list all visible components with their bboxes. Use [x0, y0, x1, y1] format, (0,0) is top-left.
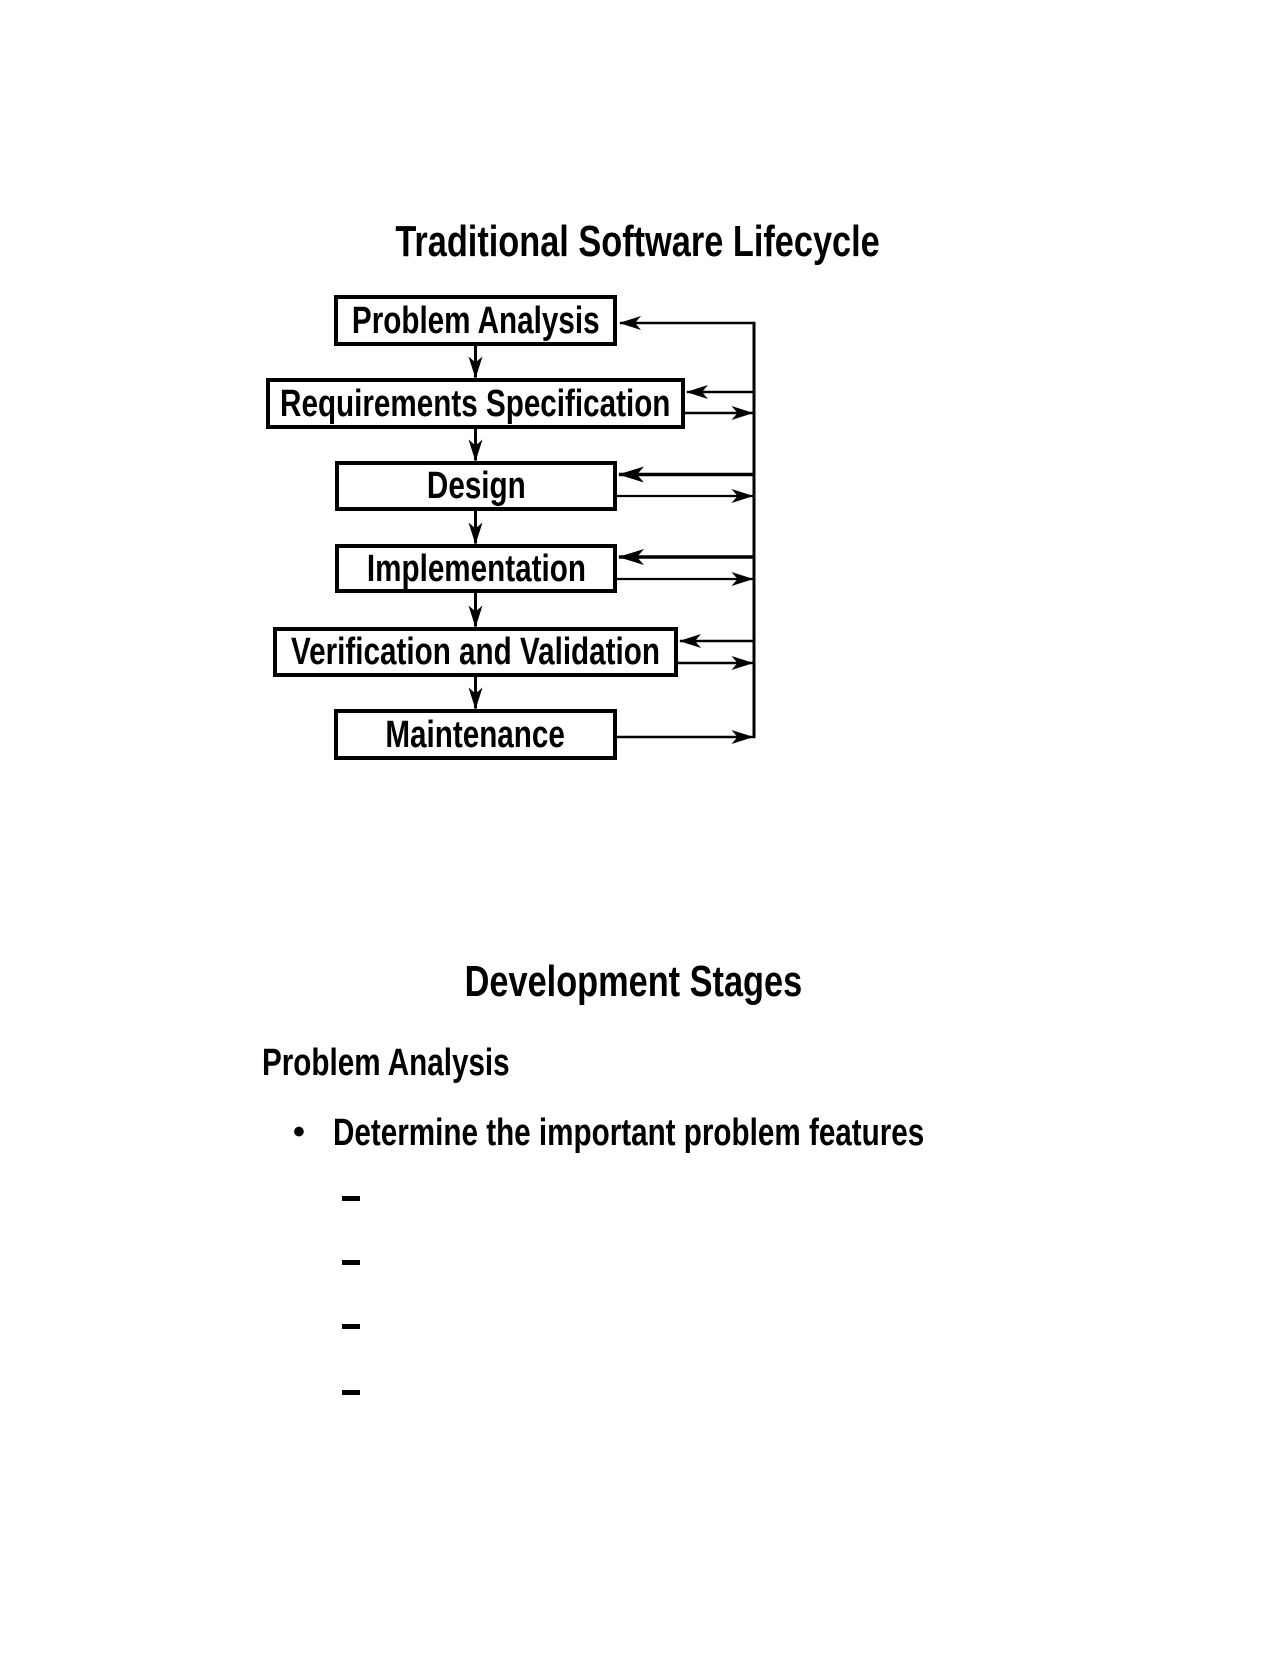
stage-box-problem-analysis: Problem Analysis [334, 295, 617, 346]
lifecycle-diagram-title: Traditional Software Lifecycle [0, 220, 1276, 264]
stage-label: Verification and Validation [291, 631, 660, 673]
development-stages-title: Development Stages [0, 960, 1266, 1004]
stage-box-design: Design [335, 461, 617, 511]
stage-box-implementation: Implementation [335, 544, 617, 593]
stage-label: Implementation [366, 547, 586, 590]
stage-box-requirements-specification: Requirements Specification [266, 378, 685, 429]
bullet-item-text-span: Determine the important problem features [333, 1112, 925, 1154]
bullet-item-text: Determine the important problem features [333, 1114, 1091, 1152]
sub-item-dash-marker [342, 1390, 360, 1395]
stage-box-maintenance: Maintenance [334, 709, 617, 760]
sub-item-dash-marker [342, 1260, 360, 1265]
stage-label: Problem Analysis [351, 299, 600, 342]
stage-label: Design [426, 465, 526, 507]
sub-item-dash-marker [342, 1196, 360, 1201]
stage-label: Requirements Specification [280, 382, 671, 425]
stage-label: Maintenance [385, 713, 566, 756]
section-heading-text: Problem Analysis [262, 1042, 510, 1084]
section-heading-problem-analysis: Problem Analysis [262, 1044, 580, 1082]
bullet-marker: • [293, 1113, 305, 1151]
stage-box-verification-and-validation: Verification and Validation [273, 627, 678, 677]
development-stages-title-text: Development Stages [464, 957, 802, 1006]
sub-item-dash-marker [342, 1324, 360, 1329]
lifecycle-diagram-title-text: Traditional Software Lifecycle [395, 217, 881, 266]
